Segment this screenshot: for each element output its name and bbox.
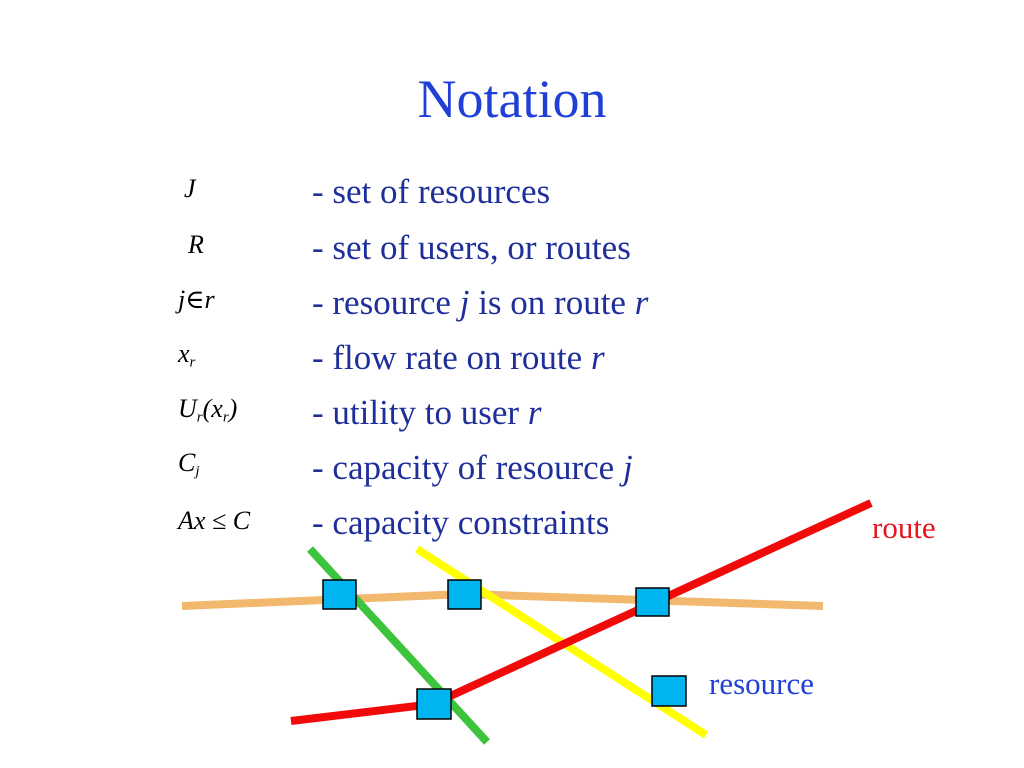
desc-text: - resource: [312, 283, 460, 322]
resource-box: [322, 579, 357, 610]
desc-var: r: [590, 338, 605, 377]
symbol-sub: j: [195, 463, 200, 480]
symbol-part: j: [178, 285, 186, 314]
resource-label: resource: [709, 666, 814, 701]
resource-box: [416, 688, 452, 720]
desc-var: r: [527, 393, 542, 432]
desc-var: r: [634, 283, 649, 322]
desc-set-of-resources: - set of resources: [312, 172, 551, 211]
symbol-part: (x: [202, 394, 223, 423]
desc-var: j: [459, 283, 470, 322]
symbol-part: x: [178, 339, 190, 368]
desc-text: - utility to user: [312, 393, 528, 432]
symbol-utility: Ur(xr): [178, 396, 237, 426]
symbol-J: J: [184, 174, 196, 203]
symbol-part: U: [178, 394, 197, 423]
resource-box: [651, 675, 687, 707]
desc-flow-rate: - flow rate on route r: [312, 340, 605, 375]
desc-text: is on route: [469, 283, 635, 322]
desc-resource-on-route: - resource j is on route r: [312, 285, 648, 320]
desc-utility: - utility to user r: [312, 395, 541, 430]
desc-text: - capacity of resource: [312, 448, 623, 487]
symbol-C-j: Cj: [178, 450, 200, 480]
desc-text: - flow rate on route: [312, 338, 591, 377]
symbol-part: ): [228, 394, 238, 423]
symbol-R: R: [188, 230, 204, 259]
symbol-j-in-r: j∈r: [178, 287, 215, 313]
symbol-element-of: ∈: [185, 285, 205, 314]
desc-capacity-constraints: - capacity constraints: [312, 503, 610, 542]
desc-capacity: - capacity of resource j: [312, 450, 633, 485]
symbol-Ax-le-C: Ax ≤ C: [178, 506, 251, 535]
symbol-part: C: [178, 448, 196, 477]
symbol-x-r: xr: [178, 341, 195, 371]
symbol-sub: r: [222, 409, 229, 426]
resource-box: [635, 587, 670, 617]
desc-set-of-users: - set of users, or routes: [312, 228, 631, 267]
symbol-part: r: [204, 285, 215, 314]
slide-title: Notation: [417, 69, 607, 129]
route-label: route: [872, 510, 936, 545]
desc-var: j: [622, 448, 633, 487]
symbol-sub: r: [189, 354, 196, 371]
symbol-sub: r: [196, 409, 203, 426]
resource-box: [447, 579, 482, 610]
